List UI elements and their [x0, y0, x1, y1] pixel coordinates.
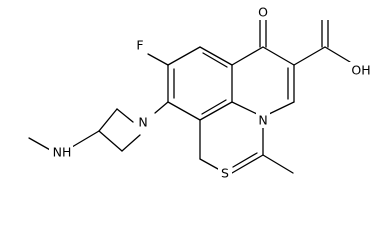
atom-mask — [133, 37, 148, 53]
atom-mask — [256, 112, 270, 128]
bond — [231, 101, 258, 115]
bond — [268, 101, 295, 115]
ring-nitrogen-label: N — [258, 113, 267, 128]
atom-mask — [218, 165, 232, 181]
atom-mask — [318, 4, 332, 20]
bond — [201, 99, 227, 115]
bond — [262, 46, 295, 66]
bond — [71, 130, 100, 148]
bond — [231, 46, 264, 66]
molecule-structure: F O OH N N NH S — [28, 4, 372, 181]
atom-labels: F O OH N N NH S — [49, 4, 372, 181]
bond — [167, 101, 201, 121]
bonds — [28, 19, 351, 174]
bond — [199, 101, 233, 121]
bond — [232, 152, 258, 168]
atom-mask — [136, 114, 150, 130]
sulfur-label: S — [221, 166, 229, 181]
atom-mask — [256, 4, 270, 20]
fluorine-label: F — [136, 38, 143, 53]
bond — [199, 158, 219, 170]
bond — [98, 130, 123, 152]
bond — [28, 137, 53, 152]
atom-mask — [348, 62, 372, 78]
amine-label: NH — [53, 145, 72, 160]
bond — [98, 108, 118, 132]
bond — [293, 46, 326, 66]
acid-carbonyl-oxygen — [318, 4, 332, 20]
azetidine-nitrogen-atom: N — [136, 114, 150, 130]
bond — [147, 53, 169, 66]
bond — [154, 101, 169, 114]
fluorine-atom: F — [133, 37, 148, 53]
bond — [262, 154, 294, 174]
bond — [121, 134, 141, 152]
acid-hydroxyl-label: OH — [351, 63, 370, 78]
bond — [167, 46, 201, 66]
ketone-oxygen-label: O — [258, 5, 268, 20]
sulfur-atom: S — [218, 165, 232, 181]
azetidine-nitrogen-label: N — [138, 115, 147, 130]
bond — [231, 154, 264, 174]
ketone-oxygen-atom: O — [256, 4, 270, 20]
acid-hydroxyl-atom: OH — [348, 62, 372, 78]
bond — [202, 52, 228, 68]
ring-nitrogen-atom: N — [256, 112, 270, 128]
amine-atom: NH — [49, 144, 73, 160]
bond — [116, 108, 134, 123]
bond — [324, 46, 351, 63]
bond — [199, 46, 233, 66]
atom-mask — [49, 144, 73, 160]
